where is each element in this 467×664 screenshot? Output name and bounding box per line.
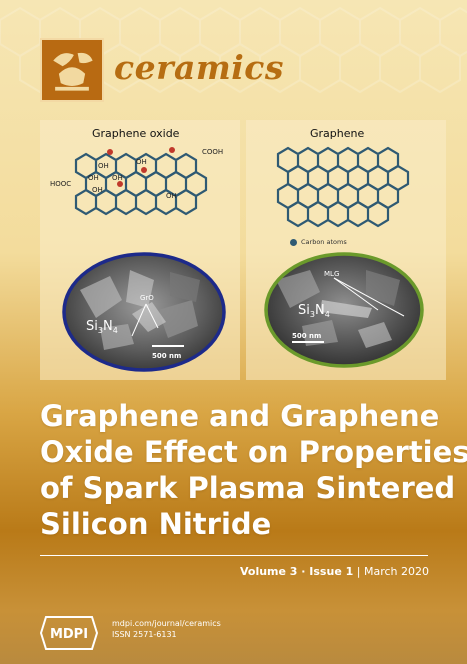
material-subscript: 4 — [325, 310, 330, 319]
scale-bar-label: 500 nm — [292, 332, 321, 340]
label-hooc: HOOC — [50, 180, 71, 188]
article-title: Graphene and Graphene Oxide Effect on Pr… — [40, 398, 467, 542]
date-divider: | — [353, 565, 364, 578]
material-element: Si — [86, 319, 98, 334]
material-subscript: 3 — [310, 310, 315, 319]
label-oh: OH — [98, 162, 109, 170]
volume-number: Volume 3 — [239, 565, 298, 578]
issue-date: March 2020 — [363, 565, 429, 578]
material-element: N — [103, 319, 113, 334]
grain-label: GrO — [140, 294, 154, 302]
graphene-title: Graphene — [310, 127, 365, 140]
publisher-info: mdpi.com/journal/ceramics ISSN 2571-6131 — [112, 618, 221, 640]
label-oh: OH — [112, 174, 123, 182]
issue-number: Issue 1 — [309, 565, 354, 578]
graphene-oxide-lattice: COOH HOOC OH OH OH OH OH OH — [50, 147, 223, 216]
article-title-line: of Spark Plasma Sintered — [40, 471, 456, 505]
journal-logo — [40, 38, 104, 102]
label-oh: OH — [92, 186, 103, 194]
legend-label: Carbon atoms — [301, 238, 347, 246]
carbon-atom-icon — [290, 238, 297, 246]
mdpi-logo-text: MDPI — [50, 627, 88, 642]
graphene-lattice — [276, 146, 410, 228]
sem-image-right: MLG Si3N4 500 nm — [264, 252, 424, 368]
label-oh: OH — [166, 192, 177, 200]
material-element: Si — [298, 303, 310, 318]
label-cooh: COOH — [202, 148, 223, 156]
journal-name: ceramics — [114, 48, 284, 87]
graphene-oxide-micrograph: GrO Si3N4 500 nm — [60, 250, 228, 374]
material-subscript: 3 — [98, 326, 103, 335]
label-oh: OH — [88, 174, 99, 182]
scale-bar-label: 500 nm — [152, 352, 181, 360]
graphene-oxide-title: Graphene oxide — [92, 127, 180, 140]
material-element: N — [315, 303, 325, 318]
issn: ISSN 2571-6131 — [112, 630, 177, 639]
issue-info: Volume 3 · Issue 1 | March 2020 — [240, 565, 429, 578]
mdpi-logo: MDPI — [40, 616, 98, 650]
article-title-line: Oxide Effect on Properties — [40, 435, 467, 469]
material-subscript: 4 — [113, 326, 118, 335]
potter-wheel-icon — [42, 40, 102, 100]
graphene-micrograph: MLG Si3N4 500 nm — [262, 250, 427, 370]
title-divider — [40, 555, 428, 556]
label-oh: OH — [136, 158, 147, 166]
material-label: Si3N4 — [298, 303, 330, 319]
article-title-line: Graphene and Graphene — [40, 399, 440, 433]
grain-label: MLG — [324, 270, 339, 278]
sem-image-left: GrO Si3N4 500 nm — [62, 252, 226, 372]
journal-url: mdpi.com/journal/ceramics — [112, 619, 221, 628]
material-label: Si3N4 — [86, 319, 118, 335]
article-title-line: Silicon Nitride — [40, 507, 272, 541]
carbon-atoms-legend: Carbon atoms — [290, 238, 347, 246]
issue-separator: · — [297, 565, 310, 578]
